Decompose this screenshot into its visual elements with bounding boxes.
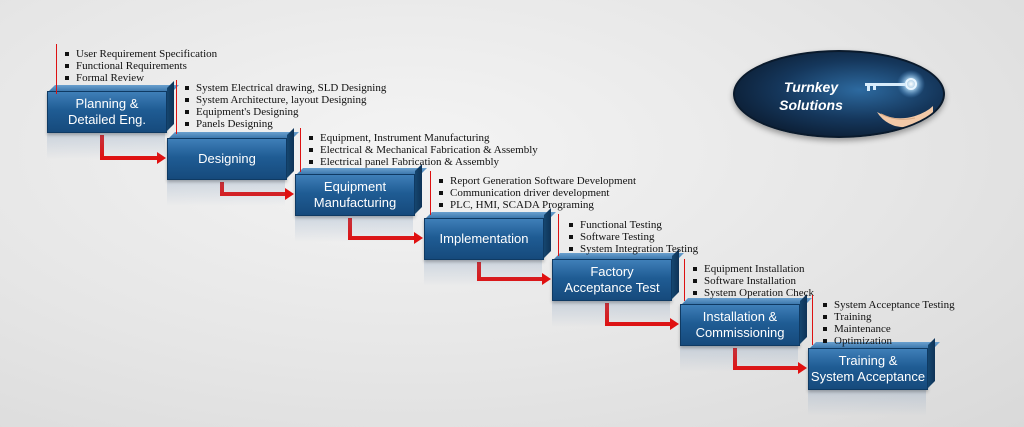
step-reflection [680,346,798,372]
bullet-item: System Architecture, layout Designing [182,94,386,106]
flow-arrow-line [477,262,544,281]
bullet-item: Panels Designing [182,118,386,130]
step-reflection [47,133,165,159]
step-reflection [808,390,926,416]
flow-arrow-line [220,182,287,196]
step-bullet-list-2: System Electrical drawing, SLD Designing… [182,82,386,130]
bullet-item: Training [820,311,955,323]
logo-text: Turnkey Solutions [761,78,861,114]
step-box-7: Training &System Acceptance [808,348,928,390]
logo-line-1: Turnkey [783,79,839,95]
bullet-divider [176,80,177,134]
step-label-line: Commissioning [695,325,785,340]
bullet-item: Electrical & Mechanical Fabrication & As… [306,144,538,156]
bullet-item: Functional Testing [566,219,698,231]
flow-arrow-line [100,135,159,160]
flow-arrow-head [285,188,294,200]
step-reflection [167,180,285,206]
bullet-item: Equipment Installation [690,263,814,275]
bullet-item: Software Installation [690,275,814,287]
step-label-line: Implementation [439,231,529,246]
bullet-item: Communication driver development [436,187,636,199]
bullet-divider [430,171,431,215]
turnkey-logo: Turnkey Solutions [733,50,945,138]
bullet-item: Software Testing [566,231,698,243]
bullet-divider [558,214,559,256]
bullet-item: Report Generation Software Development [436,175,636,187]
bullet-item: Functional Requirements [62,60,217,72]
step-label-line: Factory [590,264,634,279]
bullet-item: Formal Review [62,72,217,84]
bullet-item: Optimization [820,335,955,347]
flow-arrow-head [670,318,679,330]
step-label-line: Training & [838,353,898,368]
bullet-item: System Acceptance Testing [820,299,955,311]
step-label-line: Installation & [702,309,778,324]
bullet-item: User Requirement Specification [62,48,217,60]
step-reflection [552,301,670,327]
hand-icon [877,106,933,128]
flow-arrow-head [542,273,551,285]
flow-arrow-line [733,348,800,370]
step-label-line: Acceptance Test [564,280,660,295]
bullet-divider [56,44,57,94]
flow-arrow-head [414,232,423,244]
step-label-line: Equipment [323,179,387,194]
step-box-6: Installation &Commissioning [680,304,800,346]
step-reflection [295,216,413,242]
step-label-line: System Acceptance [810,369,926,384]
step-label-line: Detailed Eng. [67,112,147,127]
step-box-2: Designing [167,138,287,180]
step-box-4: Implementation [424,218,544,260]
bullet-item: PLC, HMI, SCADA Programing [436,199,636,211]
bullet-item: Equipment's Designing [182,106,386,118]
step-box-1: Planning &Detailed Eng. [47,91,167,133]
bullet-item: System Electrical drawing, SLD Designing [182,82,386,94]
step-label-line: Manufacturing [313,195,397,210]
bullet-divider [812,295,813,345]
logo-line-2: Solutions [779,97,843,113]
step-label-line: Planning & [75,96,139,111]
bullet-item: System Integration Testing [566,243,698,255]
bullet-item: Electrical panel Fabrication & Assembly [306,156,538,168]
flow-arrow-line [348,218,416,240]
bullet-item: Equipment, Instrument Manufacturing [306,132,538,144]
bullet-item: System Operation Check [690,287,814,299]
flow-arrow-line [605,303,672,326]
key-icon [865,70,925,98]
bullet-item: Maintenance [820,323,955,335]
step-label-line: Designing [198,151,256,166]
flow-arrow-head [157,152,166,164]
flow-arrow-head [798,362,807,374]
bullet-divider [300,128,301,172]
step-reflection [424,260,542,286]
bullet-divider [684,259,685,301]
